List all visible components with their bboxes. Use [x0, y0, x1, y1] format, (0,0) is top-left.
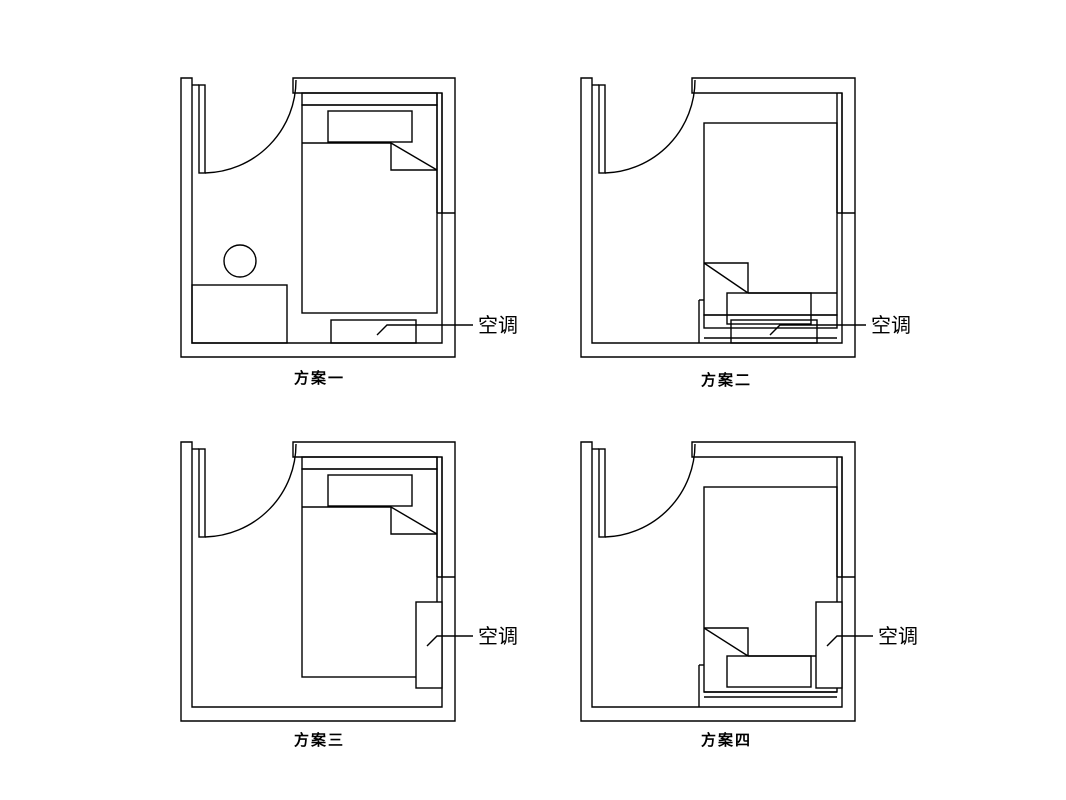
- bed: [301, 468, 438, 678]
- air-conditioner: [815, 601, 843, 689]
- floor-plan-3: 空调 方案三: [180, 441, 518, 749]
- outer-wall: [180, 77, 456, 358]
- bed: [703, 122, 838, 316]
- air-conditioner: [730, 319, 818, 344]
- door-swing-arc: [204, 79, 297, 174]
- plan-title: 方案一: [294, 369, 345, 387]
- floor-plan-2: 空调 方案二: [580, 77, 911, 389]
- ac-leader-line: [769, 324, 866, 336]
- plan-title: 方案三: [294, 731, 345, 749]
- ac-leader-line: [376, 324, 473, 336]
- quilt-fold: [390, 506, 438, 535]
- door-swing-arc: [604, 443, 696, 538]
- ac-label: 空调: [871, 313, 911, 337]
- door-leaf: [198, 84, 206, 174]
- quilt-fold: [703, 262, 749, 294]
- stool: [223, 244, 257, 278]
- quilt-fold: [390, 143, 437, 171]
- outer-wall: [580, 441, 856, 722]
- plan-title: 方案四: [701, 731, 752, 749]
- door-leaf: [198, 448, 206, 538]
- pillow: [726, 655, 812, 688]
- bed: [301, 104, 438, 314]
- door-leaf: [598, 84, 606, 174]
- air-conditioner: [415, 601, 443, 689]
- quilt-fold: [390, 507, 437, 535]
- floor-plan-1: 空调 方案一: [180, 77, 518, 387]
- door-swing-arc: [204, 443, 297, 538]
- desk: [191, 284, 288, 344]
- air-conditioner: [330, 319, 417, 344]
- ac-leader-line: [426, 635, 473, 647]
- headboard: [301, 92, 438, 106]
- ac-leader-line: [826, 635, 873, 647]
- outer-wall: [580, 77, 856, 358]
- quilt-fold: [704, 627, 749, 656]
- door-leaf: [598, 448, 606, 538]
- door-swing-arc: [604, 79, 696, 174]
- ac-label: 空调: [478, 624, 518, 648]
- pillow: [327, 474, 413, 507]
- quilt-fold: [703, 627, 749, 657]
- quilt-fold: [704, 262, 749, 293]
- outer-wall: [180, 441, 456, 722]
- quilt-fold: [390, 142, 438, 171]
- plan-title: 方案二: [701, 371, 752, 389]
- headboard: [703, 314, 838, 329]
- ac-label: 空调: [478, 313, 518, 337]
- floor-plan-4: 空调 方案四: [580, 441, 918, 749]
- pillow: [327, 110, 413, 143]
- headboard: [301, 456, 438, 470]
- ac-label: 空调: [878, 624, 918, 648]
